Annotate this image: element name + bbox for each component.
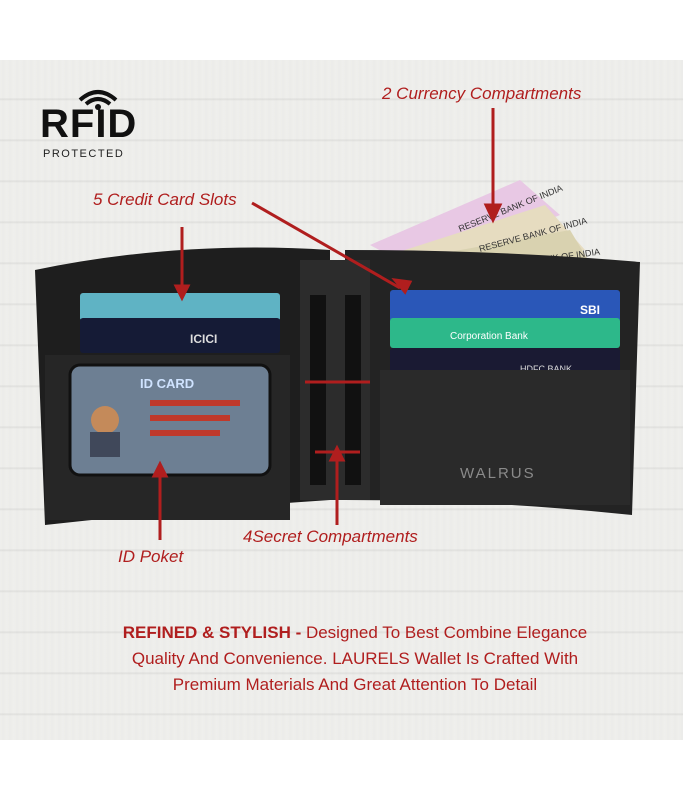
caption-line1: Designed To Best Combine Elegance bbox=[305, 623, 588, 642]
annotation-currency: 2 Currency Compartments bbox=[382, 84, 582, 103]
rfid-subtitle: PROTECTED bbox=[43, 148, 125, 160]
rfid-badge: RFID PROTECTED bbox=[36, 70, 146, 160]
annotation-id-pocket: ID Poket bbox=[118, 547, 184, 566]
rfid-title: RFID bbox=[40, 102, 138, 146]
annotation-credit-card: 5 Credit Card Slots bbox=[93, 190, 237, 209]
caption-highlight: REFINED & STYLISH - bbox=[122, 623, 306, 642]
annotation-arrows bbox=[151, 108, 503, 540]
caption-line3: Premium Materials And Great Attention To… bbox=[172, 675, 538, 694]
hdfc-card-label: HDFC BANK bbox=[520, 364, 572, 374]
sbi-card-label: SBI bbox=[580, 303, 600, 317]
wallet-brand: WALRUS bbox=[460, 465, 536, 482]
caption: REFINED & STYLISH - Designed To Best Com… bbox=[60, 620, 650, 698]
right-card-slots: SBI Corporation Bank HDFC BANK WALRUS bbox=[380, 290, 630, 505]
icici-card-label: ICICI bbox=[190, 332, 217, 346]
id-card-label: ID CARD bbox=[140, 376, 194, 391]
caption-line2: Quality And Convenience. LAURELS Wallet … bbox=[131, 649, 579, 668]
annotation-secret: 4Secret Compartments bbox=[243, 527, 418, 546]
id-window: ID CARD bbox=[68, 363, 272, 477]
wifi-icon bbox=[78, 90, 118, 110]
corp-card-label: Corporation Bank bbox=[450, 331, 529, 342]
